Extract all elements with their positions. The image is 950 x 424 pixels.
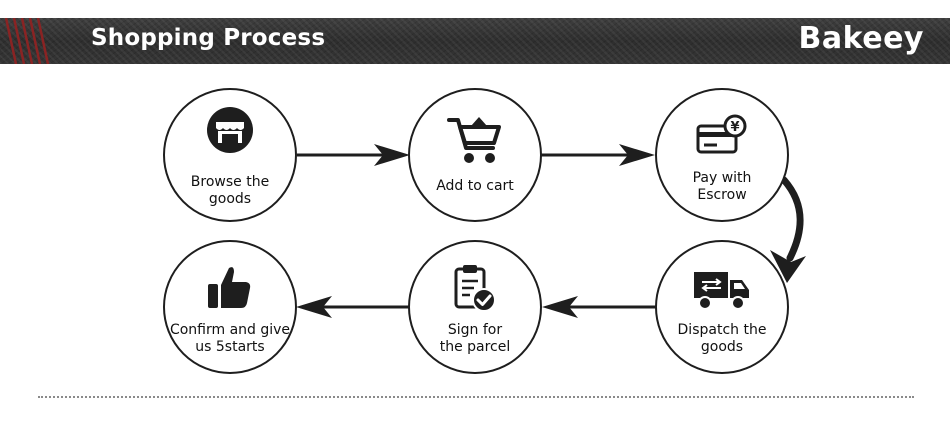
- thumbs-up-icon: [208, 267, 251, 308]
- step-label: Dispatch the goods: [657, 322, 787, 356]
- step-label-line: goods: [208, 191, 252, 207]
- step-label-line: goods: [700, 339, 744, 355]
- arrow-dispatch-to-sign: [542, 296, 657, 318]
- dotted-divider: [38, 396, 914, 398]
- store-icon: [207, 107, 253, 153]
- step-label-line: Add to cart: [436, 178, 514, 194]
- step-add-to-cart: Add to cart: [408, 88, 542, 222]
- arrow-browse-to-cart: [297, 144, 410, 166]
- delivery-truck-icon: [694, 272, 749, 310]
- step-label-line: Browse the: [190, 174, 270, 190]
- step-pay-with-escrow: ¥ Pay with Escrow: [655, 88, 789, 222]
- step-label-line: Escrow: [697, 187, 747, 203]
- step-label: Pay with Escrow: [657, 170, 787, 204]
- step-label-line: Dispatch the: [677, 322, 767, 338]
- page-title: Shopping Process: [91, 25, 326, 51]
- step-label-line: Pay with: [692, 170, 752, 186]
- step-label: Sign for the parcel: [410, 322, 540, 356]
- yen-symbol: ¥: [730, 120, 739, 135]
- step-browse-goods: Browse the goods: [163, 88, 297, 222]
- step-label: Add to cart: [410, 178, 540, 195]
- step-sign-for-parcel: Sign for the parcel: [408, 240, 542, 374]
- step-label-line: us 5starts: [195, 339, 265, 355]
- clipboard-check-icon: [454, 265, 496, 312]
- arrow-pay-to-dispatch: [770, 176, 806, 283]
- step-confirm-and-rate: Confirm and give us 5starts: [163, 240, 297, 374]
- step-dispatch-goods: Dispatch the goods: [655, 240, 789, 374]
- header-texture: [0, 18, 950, 64]
- header-stripes-decoration: [4, 18, 50, 64]
- step-label: Browse the goods: [165, 174, 295, 208]
- credit-card-yen-icon: ¥: [696, 114, 747, 154]
- step-label-line: the parcel: [439, 339, 511, 355]
- arrow-cart-to-pay: [541, 144, 655, 166]
- cart-icon: [447, 117, 501, 163]
- step-label: Confirm and give us 5starts: [165, 322, 295, 356]
- arrow-sign-to-confirm: [296, 296, 411, 318]
- step-label-line: Sign for: [447, 322, 503, 338]
- header-banner: Shopping Process Bakeey: [0, 18, 950, 64]
- brand-logo: Bakeey: [798, 21, 924, 56]
- step-label-line: Confirm and give: [169, 322, 291, 338]
